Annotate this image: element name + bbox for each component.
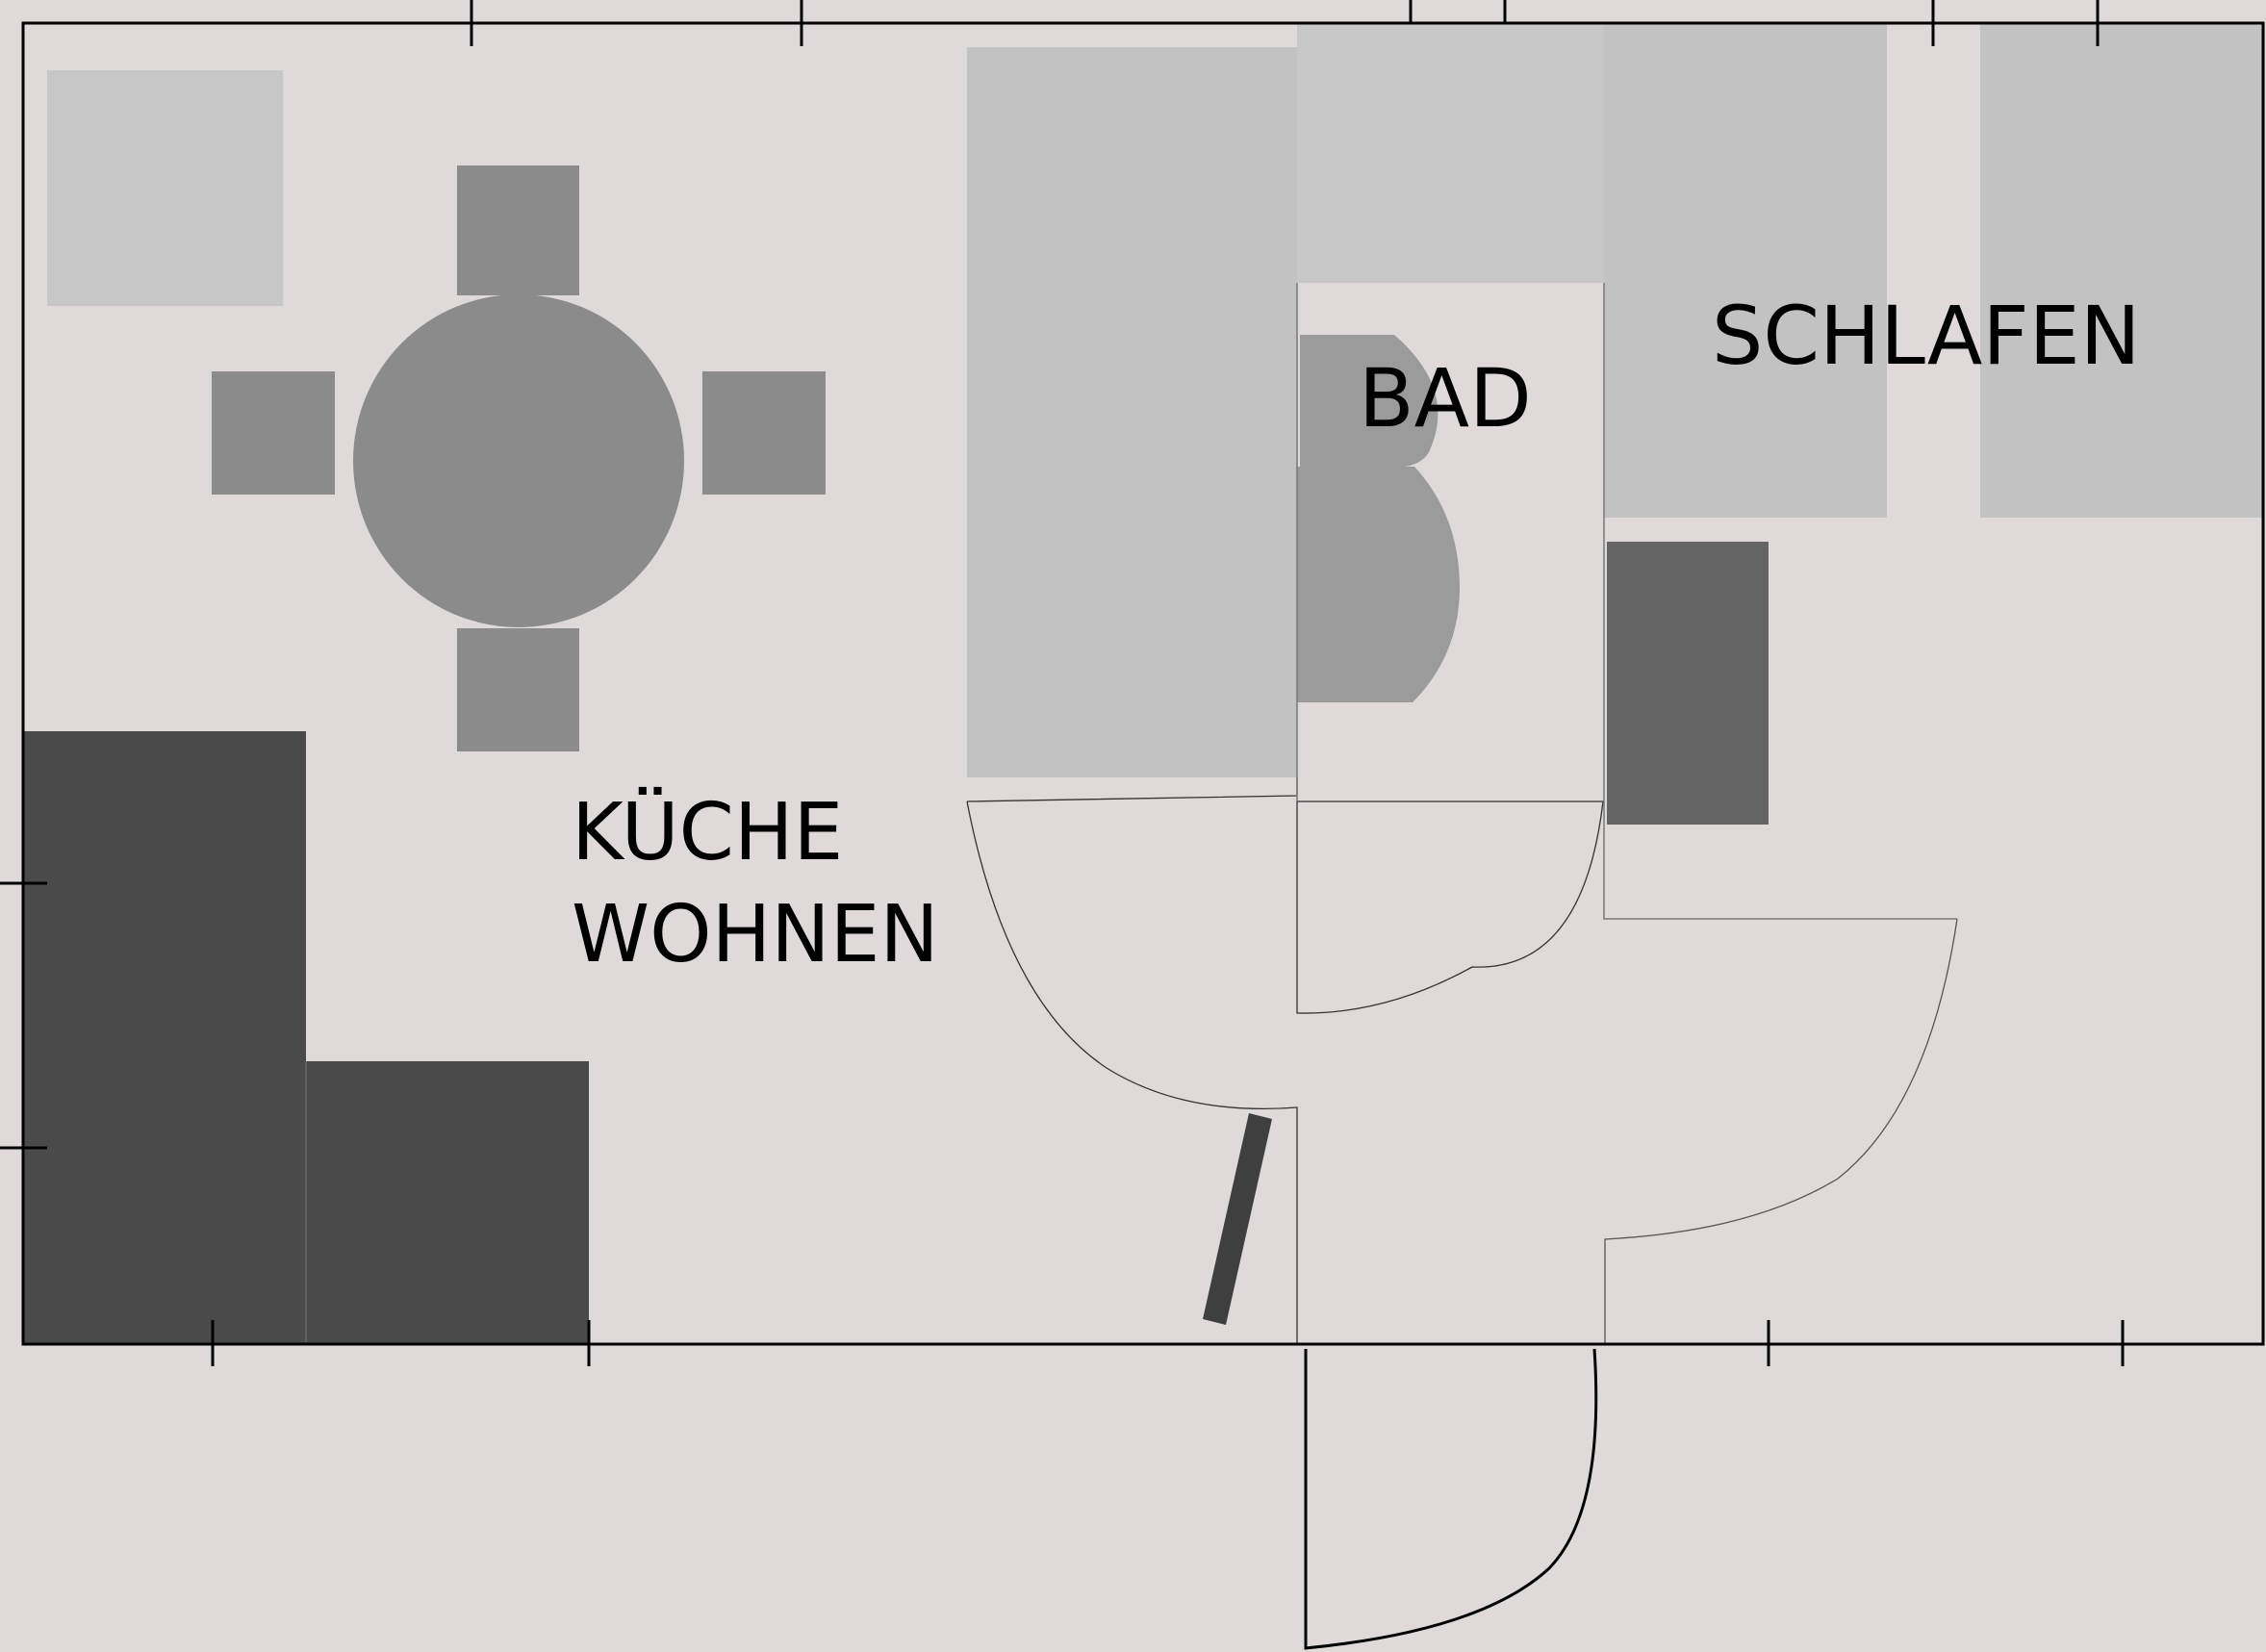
kitchen-door-leaf: [1203, 1113, 1272, 1325]
bath-storage: [1297, 23, 1604, 283]
toilet: [1297, 467, 1461, 702]
bath-door-swing: [1296, 801, 1604, 1014]
washbasin: [1300, 335, 1439, 467]
room-label-schlafen: SCHLAFEN: [1712, 289, 2141, 383]
bed-right: [1980, 23, 2263, 518]
bath-wall: [1296, 283, 1957, 920]
kitchen-counter-side: [306, 1061, 589, 1344]
outer-wall: [21, 21, 2265, 1346]
side-cabinet: [47, 70, 283, 306]
kitchen-counter-main: [23, 731, 306, 1344]
bed-left: [1604, 23, 1887, 518]
room-label-bad: BAD: [1359, 351, 1532, 445]
dining-table: [353, 294, 684, 627]
dimension-ticks: [0, 0, 2125, 1366]
room-label-wohnen: WOHNEN: [572, 889, 939, 980]
chair-right: [702, 371, 826, 495]
entrance-door-swing: [1304, 1348, 1598, 1650]
chair-bottom: [457, 628, 579, 751]
chair-top: [457, 165, 579, 295]
desk: [1607, 542, 1769, 825]
dining-set: [212, 165, 826, 751]
bedroom-door-swing: [1604, 918, 1958, 1344]
chair-left: [212, 371, 335, 495]
room-label-kueche: KÜCHE: [572, 786, 843, 878]
wardrobe: [967, 47, 1297, 777]
